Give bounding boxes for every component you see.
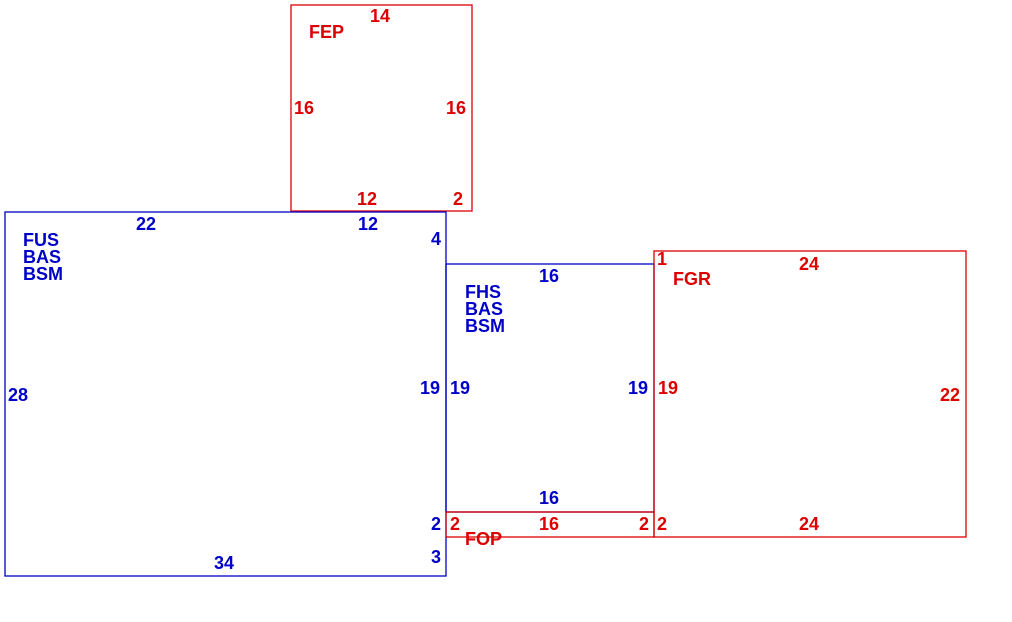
region-fop-tag: FOP xyxy=(465,529,502,549)
region-fgr-outline xyxy=(653,250,967,538)
region-fhs-dim-left: 19 xyxy=(450,378,470,398)
region-fus-dim-top-right: 12 xyxy=(358,214,378,234)
region-fep-dim-right: 16 xyxy=(446,98,466,118)
region-fgr-dim-left: 19 xyxy=(658,378,678,398)
region-fep-tag: FEP xyxy=(309,22,344,42)
region-fop-dim-top: 16 xyxy=(539,514,559,534)
region-fgr-tag: FGR xyxy=(673,269,711,289)
region-fep-outline xyxy=(290,4,473,212)
region-fep-dim-bottom: 12 xyxy=(357,189,377,209)
region-fus-tag-3: BSM xyxy=(23,264,63,284)
region-fus-tag-2: BAS xyxy=(23,247,61,267)
region-fhs-dim-right: 19 xyxy=(628,378,648,398)
region-fep-dim-top: 14 xyxy=(370,6,390,26)
region-fop-dim-left: 2 xyxy=(450,514,460,534)
region-fgr-dim-right: 22 xyxy=(940,385,960,405)
region-fus: FUS BAS BSM 22 12 4 28 19 2 3 34 xyxy=(4,211,447,577)
region-fep: FEP 14 16 16 12 2 xyxy=(290,4,473,212)
region-fgr-dim-left-bottom: 2 xyxy=(657,514,667,534)
region-fus-dim-bottom: 34 xyxy=(214,553,234,573)
region-fhs-dim-bottom: 16 xyxy=(539,488,559,508)
region-fhs-tag-2: BAS xyxy=(465,299,503,319)
region-fop-dim-right: 2 xyxy=(639,514,649,534)
region-fhs-tag-1: FHS xyxy=(465,282,501,302)
region-fus-dim-right-top: 4 xyxy=(431,229,441,249)
region-fus-dim-right-bottom: 3 xyxy=(431,547,441,567)
region-fgr-dim-corner: 1 xyxy=(657,249,667,269)
region-fus-tag-1: FUS xyxy=(23,230,59,250)
region-fep-dim-bottom-right: 2 xyxy=(453,189,463,209)
region-fhs-tag-3: BSM xyxy=(465,316,505,336)
region-fep-dim-left: 16 xyxy=(294,98,314,118)
region-fus-dim-top: 22 xyxy=(136,214,156,234)
region-fgr: 1 FGR 24 19 22 2 24 xyxy=(653,249,967,538)
region-fus-dim-right-lower: 2 xyxy=(431,514,441,534)
region-fgr-dim-bottom: 24 xyxy=(799,514,819,534)
region-fhs-dim-top: 16 xyxy=(539,266,559,286)
region-fus-dim-right: 19 xyxy=(420,378,440,398)
region-fgr-dim-top: 24 xyxy=(799,254,819,274)
region-fus-dim-left: 28 xyxy=(8,385,28,405)
